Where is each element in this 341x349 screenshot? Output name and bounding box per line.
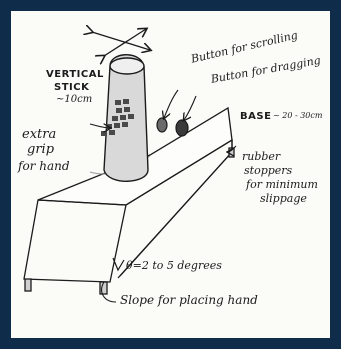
label-base: BASE (240, 112, 271, 123)
label-stoppers: stoppers (244, 165, 292, 177)
label-grip: grip (27, 143, 54, 157)
label-rubber: rubber (242, 151, 280, 163)
cross-arrows-icon (92, 29, 150, 56)
label-slope: Slope for placing hand (120, 294, 258, 307)
label-for-minimum: for minimum (246, 179, 318, 191)
label-extra: extra (22, 128, 56, 142)
label-stick: STICK (54, 83, 89, 94)
label-stick-size: ~10cm (56, 95, 92, 106)
label-slippage: slippage (260, 193, 307, 205)
label-theta: θ=2 to 5 degrees (126, 260, 222, 272)
label-base-size: ~ 20 - 30cm (273, 112, 322, 120)
label-for-hand: for hand (18, 160, 70, 173)
label-vertical: VERTICAL (46, 70, 104, 81)
base-buttons (157, 118, 188, 136)
